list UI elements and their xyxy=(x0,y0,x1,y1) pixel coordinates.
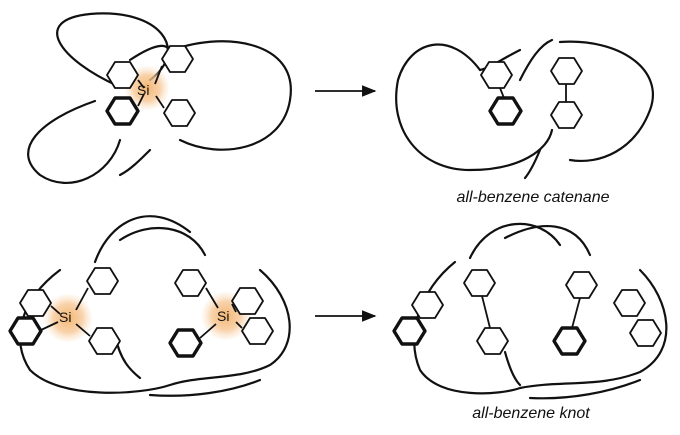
benzene-ring xyxy=(19,289,52,317)
bond xyxy=(481,295,491,329)
bond xyxy=(50,305,61,315)
benzene-ring xyxy=(168,328,203,358)
benzene-ring xyxy=(392,316,427,346)
benzene-ring xyxy=(565,271,598,299)
silicon-glow xyxy=(44,294,92,342)
benzene-ring xyxy=(241,317,274,345)
bond xyxy=(137,79,145,89)
benzene-ring xyxy=(231,287,264,315)
benzene-ring xyxy=(488,96,523,126)
benzene-ring xyxy=(550,57,583,85)
catenane-precursor: Si xyxy=(27,12,292,185)
bond xyxy=(75,287,89,311)
catenane-product: all-benzene catenane xyxy=(395,38,654,206)
knot-strand xyxy=(468,222,592,387)
benzene-ring xyxy=(105,96,140,126)
bond xyxy=(571,297,581,329)
benzene-ring xyxy=(86,267,119,295)
benzene-ring xyxy=(174,269,207,297)
benzene-ring xyxy=(161,45,194,73)
knot-strand xyxy=(148,378,262,397)
bond xyxy=(231,303,237,313)
knot-precursor: Si Si xyxy=(8,215,291,397)
bond xyxy=(235,321,243,329)
bond xyxy=(155,95,165,109)
benzene-ring xyxy=(411,291,444,319)
bond xyxy=(40,321,59,331)
benzene-ring xyxy=(88,327,121,355)
knot-caption: all-benzene knot xyxy=(472,405,590,422)
silicon-label-right: Si xyxy=(217,308,229,324)
silicon-label: Si xyxy=(137,82,149,98)
benzene-ring xyxy=(163,99,196,127)
benzene-ring xyxy=(8,316,43,346)
benzene-ring xyxy=(463,269,496,297)
benzene-ring xyxy=(629,319,662,347)
bond xyxy=(154,65,163,85)
knot-strand xyxy=(528,378,642,400)
knot-strand xyxy=(413,260,668,395)
benzene-ring xyxy=(552,326,587,356)
macrocycle-ring-left xyxy=(395,38,554,172)
catenane-caption: all-benzene catenane xyxy=(456,189,609,206)
benzene-ring xyxy=(106,61,139,89)
benzene-ring xyxy=(550,101,583,129)
bond xyxy=(199,323,217,339)
benzene-ring xyxy=(613,289,646,317)
benzene-ring xyxy=(476,327,509,355)
benzene-ring xyxy=(480,61,513,89)
bond xyxy=(137,93,145,107)
bond xyxy=(75,323,91,337)
knot-product: all-benzene knot xyxy=(392,222,668,422)
bond xyxy=(205,287,219,309)
bond xyxy=(499,87,505,99)
silicon-label-left: Si xyxy=(59,309,71,325)
